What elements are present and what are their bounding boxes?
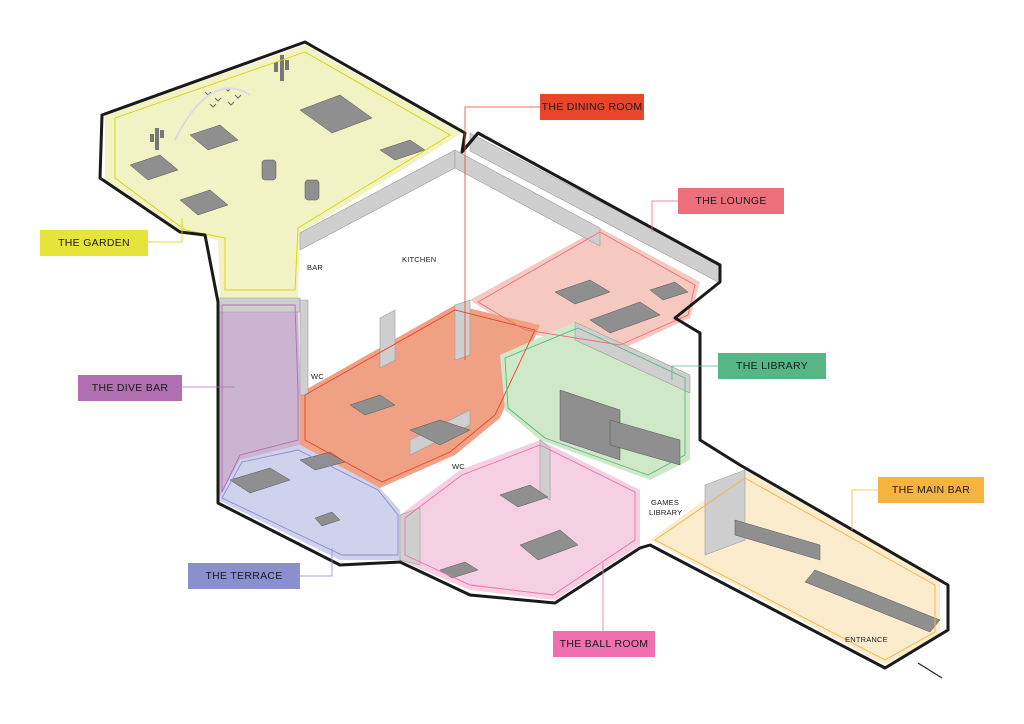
zone-dive-bar-area[interactable] <box>218 298 300 500</box>
room-label-games-line2: LIBRARY <box>649 508 682 517</box>
zone-label-main-bar[interactable]: THE MAIN BAR <box>878 477 984 503</box>
zone-label-terrace[interactable]: THE TERRACE <box>188 563 300 589</box>
zone-label-dining-room[interactable]: THE DINING ROOM <box>540 94 644 120</box>
zone-label-dive-bar[interactable]: THE DIVE BAR <box>78 375 182 401</box>
room-label-games-line1: GAMES <box>651 498 679 507</box>
bird-flock-icon <box>174 87 251 141</box>
zone-label-library[interactable]: THE LIBRARY <box>718 353 826 379</box>
zone-ballroom-area[interactable] <box>400 440 640 600</box>
zone-dining-area[interactable] <box>300 305 540 488</box>
room-label-wc-left: WC <box>311 372 324 381</box>
room-label-bar: BAR <box>307 263 323 272</box>
zone-label-garden[interactable]: THE GARDEN <box>40 230 148 256</box>
north-arrow-icon <box>917 662 943 679</box>
zone-outlines <box>114 51 936 661</box>
room-label-wc-center: WC <box>452 462 465 471</box>
room-label-entrance: ENTRANCE <box>845 635 888 644</box>
furniture <box>129 94 941 633</box>
cactus-icon <box>150 55 289 150</box>
zone-label-ball-room[interactable]: THE BALL ROOM <box>553 631 655 657</box>
zone-label-lounge[interactable]: THE LOUNGE <box>678 188 784 214</box>
room-label-kitchen: KITCHEN <box>402 255 436 264</box>
building-outline <box>98 40 950 670</box>
